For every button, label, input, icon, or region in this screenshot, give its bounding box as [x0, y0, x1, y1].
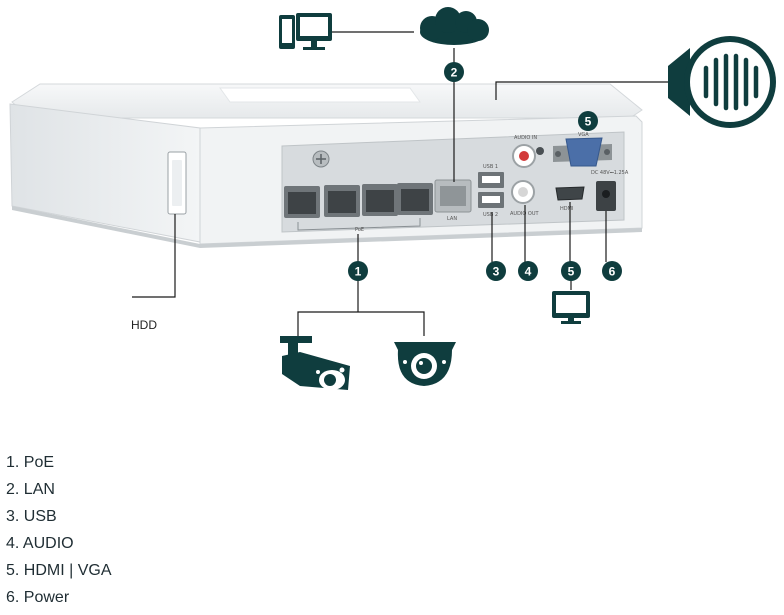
- dome-camera-icon: [394, 342, 456, 386]
- computer-icon: [279, 13, 332, 50]
- usb-ports: USB 1 USB 2: [478, 164, 504, 218]
- vga-port: VGA: [553, 132, 612, 167]
- cloud-icon: [420, 7, 489, 45]
- lan-port-label: LAN: [447, 216, 457, 222]
- svg-text:1: 1: [355, 265, 362, 279]
- usb2-port-label: USB 2: [483, 212, 498, 218]
- legend-item-power: 6. Power: [6, 589, 70, 606]
- hdmi-port-label: HDMI: [560, 206, 573, 212]
- legend-item-audio: 4. AUDIO: [6, 535, 74, 552]
- bullet-camera-icon: [280, 336, 350, 390]
- power-spec-label: DC 48V⎓1.25A: [591, 170, 629, 176]
- callout-6: 6: [602, 261, 622, 281]
- hdd-label: HDD: [131, 318, 157, 332]
- usb1-port-label: USB 1: [483, 164, 498, 170]
- legend-item-poe: 1. PoE: [6, 454, 55, 471]
- connection-lines: [132, 31, 668, 338]
- poe-port-label: PoE: [355, 227, 364, 233]
- legend-item-lan: 2. LAN: [6, 481, 55, 498]
- poe-ports: PoE: [284, 183, 433, 233]
- speaker-grille-icon: [668, 36, 776, 128]
- legend-item-hdmi-vga: 5. HDMI | VGA: [6, 562, 112, 579]
- audio-ports: AUDIO IN AUDIO OUT: [510, 135, 544, 217]
- vga-port-label: VGA: [578, 132, 589, 138]
- callout-4: 4: [518, 261, 538, 281]
- svg-text:3: 3: [493, 265, 500, 279]
- svg-text:5: 5: [568, 265, 575, 279]
- hdmi-port: HDMI: [555, 186, 585, 212]
- svg-text:5: 5: [585, 115, 592, 129]
- legend-item-usb: 3. USB: [6, 508, 57, 525]
- callout-3: 3: [486, 261, 506, 281]
- svg-text:2: 2: [451, 66, 458, 80]
- nvr-device: [9, 83, 643, 248]
- power-port: DC 48V⎓1.25A: [591, 170, 629, 211]
- callout-2: 2: [444, 62, 464, 82]
- callout-1: 1: [348, 261, 368, 281]
- lan-port: LAN: [434, 179, 472, 222]
- monitor-icon: [552, 291, 590, 324]
- audio-in-label: AUDIO IN: [514, 135, 537, 141]
- svg-text:4: 4: [525, 265, 532, 279]
- port-legend: 1. PoE 2. LAN 3. USB 4. AUDIO 5. HDMI | …: [6, 453, 112, 615]
- ground-screw-icon: [312, 150, 330, 168]
- callout-5-hdmi: 5: [561, 261, 581, 281]
- svg-text:6: 6: [609, 265, 616, 279]
- callout-badges: 1 2 3 4 5 6 5: [348, 62, 622, 281]
- callout-5-vga: 5: [578, 111, 598, 131]
